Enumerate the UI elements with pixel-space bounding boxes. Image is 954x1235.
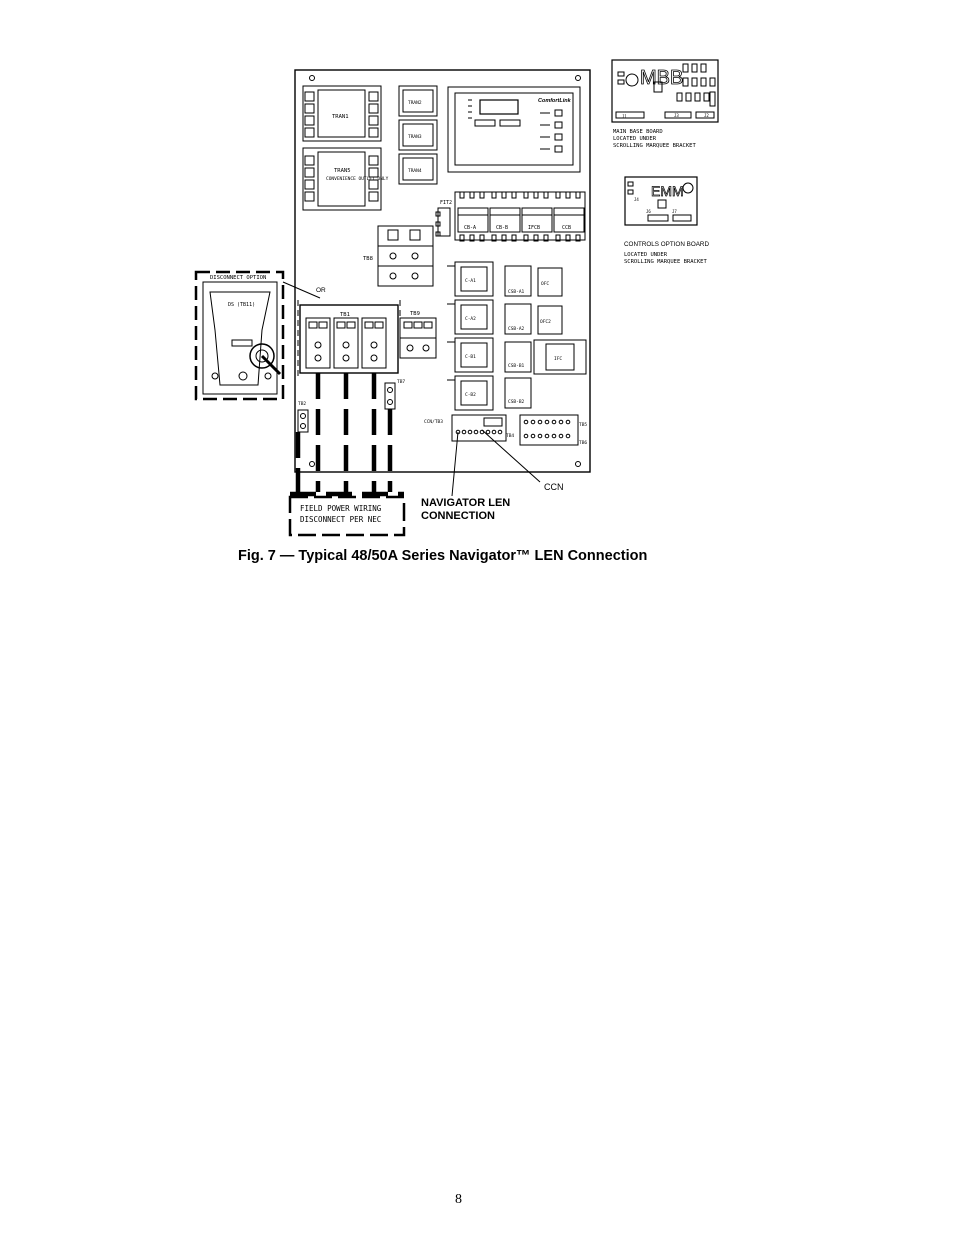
contactors xyxy=(447,261,587,411)
label-tb5: TB5 xyxy=(579,422,587,428)
label-c-b2: C-B2 xyxy=(465,392,476,398)
navigator-leader-line xyxy=(451,431,459,497)
label-ofc: OFC xyxy=(541,281,549,287)
label-c-a1: C-A1 xyxy=(465,278,476,284)
circuit-breaker-cb-b xyxy=(489,207,521,233)
circuit-breaker-ifcb xyxy=(521,207,553,233)
circuit-breaker-ccb xyxy=(553,207,585,233)
label-csb-b2: CSB-B2 xyxy=(508,399,525,405)
panel-screw xyxy=(309,461,315,467)
transformer-tran5 xyxy=(302,147,382,211)
label-c-b1: C-B1 xyxy=(465,354,476,360)
label-cb-a: CB-A xyxy=(464,225,476,231)
label-field-wiring-line2: DISCONNECT PER NEC xyxy=(300,515,381,524)
circuit-breaker-row xyxy=(454,191,586,241)
main-base-board xyxy=(611,59,719,123)
control-panel-outline xyxy=(294,69,591,473)
label-ofc2: OFC2 xyxy=(540,319,551,325)
disconnect-switch-ds xyxy=(202,281,278,395)
label-csb-b1: CSB-B1 xyxy=(508,363,525,369)
label-j6: J6 xyxy=(646,209,651,214)
transformer-tran3 xyxy=(398,119,438,151)
label-emm: EMM xyxy=(651,183,684,199)
disconnect-handle xyxy=(249,343,275,369)
label-ds-tb11: DS (TB11) xyxy=(228,302,255,308)
label-j7: J7 xyxy=(672,209,677,214)
ccn-tb3-terminals xyxy=(455,429,503,435)
page-number: 8 xyxy=(455,1192,462,1207)
label-navigator-line1: NAVIGATOR LEN xyxy=(421,497,510,509)
label-tb9: TB9 xyxy=(410,311,420,317)
label-disconnect-option: DISCONNECT OPTION xyxy=(210,275,266,281)
field-power-wiring-box xyxy=(288,495,406,537)
panel-screw xyxy=(575,75,581,81)
label-c-a2: C-A2 xyxy=(465,316,476,322)
label-convenience-outlet: CONVENIENCE OUTLET ONLY xyxy=(326,176,389,182)
label-ccb: CCB xyxy=(562,225,571,231)
label-tran2: TRAN2 xyxy=(408,100,422,106)
panel-screw xyxy=(575,461,581,467)
label-j2: J2 xyxy=(704,113,709,118)
label-ccn-tb3: CCN/TB3 xyxy=(424,419,443,425)
comfortlink-display xyxy=(447,86,581,173)
label-navigator-line2: CONNECTION xyxy=(421,510,495,522)
label-tb6: TB6 xyxy=(579,440,587,446)
transformer-tran4 xyxy=(398,153,438,185)
terminal-block-tb1 xyxy=(299,304,399,374)
terminal-block-tb5-tb6 xyxy=(519,414,579,446)
label-tb1: TB1 xyxy=(340,312,350,318)
label-ccn: CCN xyxy=(544,482,564,492)
terminal-block-tb2 xyxy=(297,409,309,433)
controls-option-board xyxy=(624,176,698,226)
label-tb2: TB2 xyxy=(298,401,306,407)
terminal-block-tb7 xyxy=(384,382,396,410)
label-tran5: TRAN5 xyxy=(334,168,351,174)
label-field-wiring-line1: FIELD POWER WIRING xyxy=(300,504,382,513)
disconnect-option-outline xyxy=(194,270,285,401)
label-mbb-note2: LOCATED UNDER xyxy=(613,136,657,142)
label-j1: J1 xyxy=(622,114,627,119)
transformer-tran2 xyxy=(398,85,438,117)
field-power-wiring-lines xyxy=(290,373,404,497)
label-cob-note3: SCROLLING MARQUEE BRACKET xyxy=(624,259,707,265)
transformer-tran1 xyxy=(302,85,382,142)
label-comfortlink: ComfortLink xyxy=(538,98,572,104)
label-csb-a1: CSB-A1 xyxy=(508,289,525,295)
label-tb7: TB7 xyxy=(397,379,405,385)
ccn-leader-line xyxy=(481,429,541,483)
label-fit2: FIT2 xyxy=(440,200,452,206)
label-mbb: MBB xyxy=(640,67,683,89)
label-tran3: TRAN3 xyxy=(408,134,422,140)
label-mbb-note3: SCROLLING MARQUEE BRACKET xyxy=(613,143,696,149)
label-cob-note2: LOCATED UNDER xyxy=(624,252,668,258)
disconnect-leader-line xyxy=(282,281,321,299)
label-tb8: TB8 xyxy=(363,256,373,262)
terminal-block-tb8 xyxy=(377,225,434,287)
terminal-block-ccn-tb3 xyxy=(451,414,507,442)
label-tran1: TRAN1 xyxy=(332,114,349,120)
label-ifc: IFC xyxy=(554,356,562,362)
label-csb-a2: CSB-A2 xyxy=(508,326,525,332)
label-j4: J4 xyxy=(634,197,639,202)
label-mbb-note1: MAIN BASE BOARD xyxy=(613,129,663,135)
label-cob-note1: CONTROLS OPTION BOARD xyxy=(624,241,709,248)
figure-caption: Fig. 7 — Typical 48/50A Series Navigator… xyxy=(238,548,648,564)
label-j3: J3 xyxy=(674,113,679,118)
label-ifcb: IFCB xyxy=(528,225,540,231)
label-cb-b: CB-B xyxy=(496,225,508,231)
display-screen xyxy=(479,99,519,115)
label-or: OR xyxy=(316,287,326,294)
tb5-tb6-terminals xyxy=(523,419,571,439)
circuit-breaker-cb-a xyxy=(457,207,489,233)
label-tb4: TB4 xyxy=(506,433,514,439)
panel-screw xyxy=(309,75,315,81)
label-tran4: TRAN4 xyxy=(408,168,422,174)
